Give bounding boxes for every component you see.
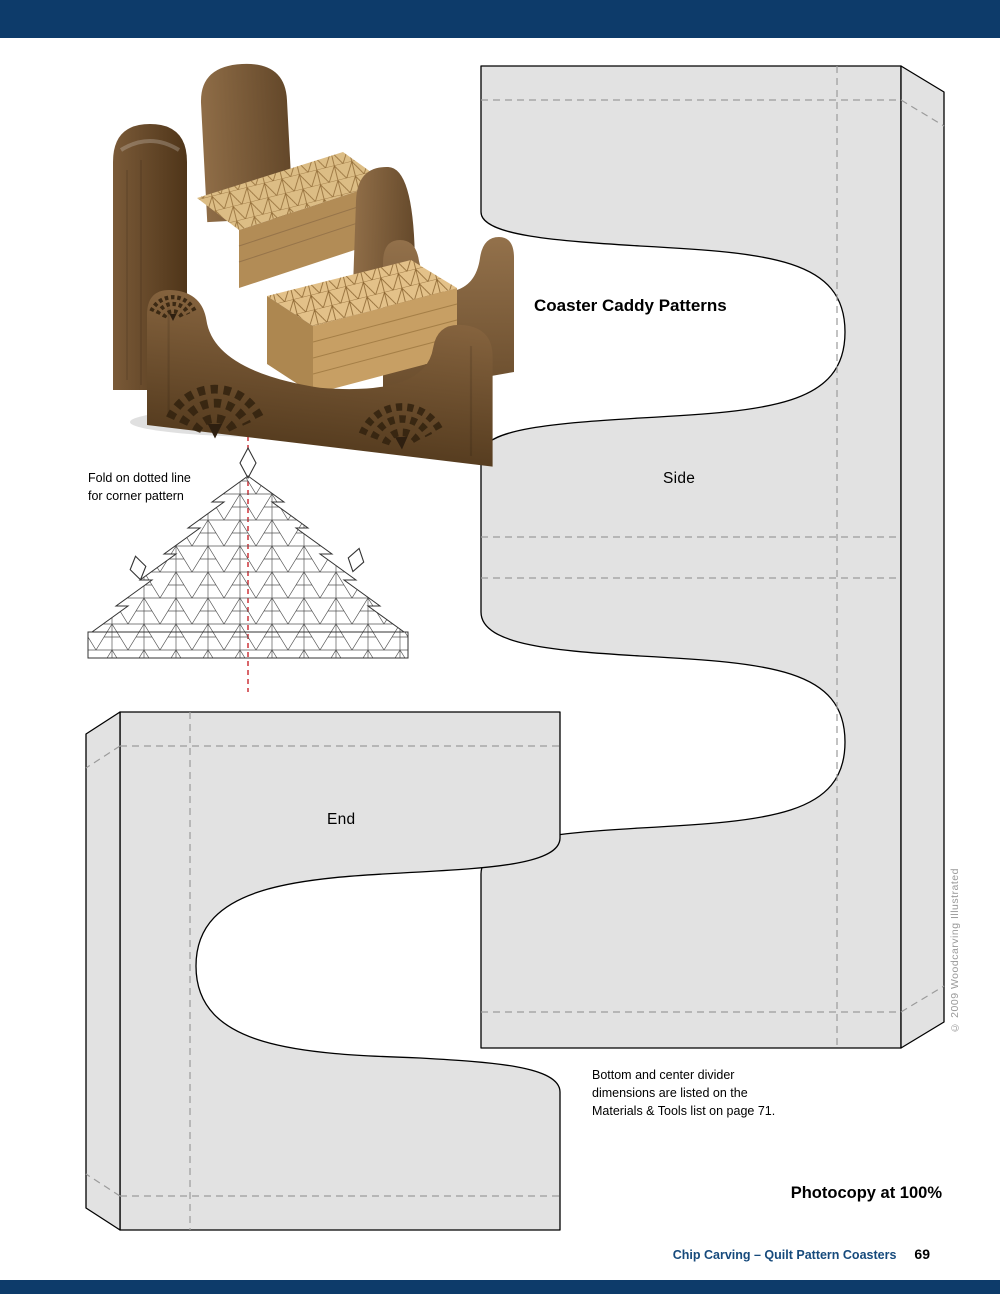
top-banner-bar xyxy=(0,0,1000,38)
chip-base-strip xyxy=(87,631,409,659)
fold-note-line1: Fold on dotted line xyxy=(88,471,191,485)
fold-note-line2: for corner pattern xyxy=(88,488,184,503)
side-pattern-piece xyxy=(480,65,945,1049)
end-piece-edge-strip xyxy=(85,711,121,1231)
end-piece-label: End xyxy=(327,811,356,828)
left-diamond-motif xyxy=(129,555,147,581)
side-fold-line-top xyxy=(481,99,945,127)
side-piece-label: Side xyxy=(663,470,696,487)
bottom-banner-bar xyxy=(0,1280,1000,1294)
end-pattern-piece xyxy=(85,711,561,1231)
side-piece-edge-strip xyxy=(900,65,945,1049)
copyright-vertical: © 2009 Woodcarving Illustrated xyxy=(949,868,961,1034)
end-fold-line-bottom xyxy=(85,1173,560,1197)
photocopy-note: Photocopy at 100% xyxy=(790,1184,942,1202)
caddy-photo xyxy=(113,64,514,467)
end-fold-line-top xyxy=(85,745,560,769)
fold-note: Fold on dotted line for corner pattern xyxy=(88,470,191,505)
side-piece-outline xyxy=(480,65,902,1049)
right-diamond-motif xyxy=(347,547,365,573)
footer-page-number: 69 xyxy=(914,1246,930,1262)
page-footer: Chip Carving – Quilt Pattern Coasters 69 xyxy=(673,1246,930,1262)
caddy-back-coaster xyxy=(197,152,386,288)
end-piece-outline xyxy=(119,711,561,1231)
divider-note: Bottom and center divider dimensions are… xyxy=(592,1068,776,1119)
side-fold-line-bottom xyxy=(481,985,945,1013)
footer-series-title: Chip Carving – Quilt Pattern Coasters xyxy=(672,1248,897,1262)
corner-chip-pattern xyxy=(87,436,409,692)
caddy-front-coaster-stack xyxy=(267,260,458,394)
patterns-title: Coaster Caddy Patterns xyxy=(534,296,727,315)
